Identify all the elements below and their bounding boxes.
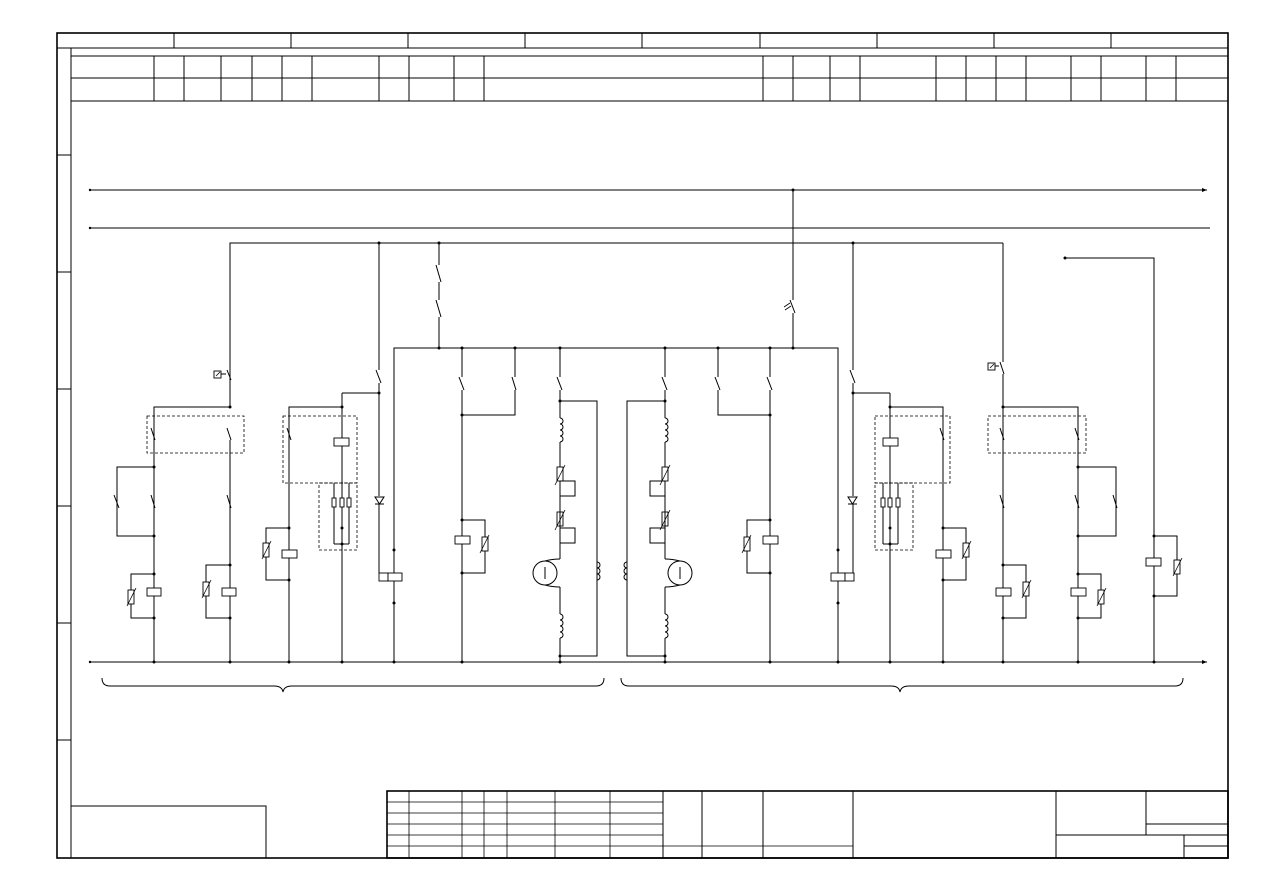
title-block [386,790,1229,859]
left-zone-strip [57,154,71,741]
bus-lines [88,188,1210,664]
right-circuit [620,188,1184,693]
left-circuit [101,241,1003,693]
header-table [71,55,1228,102]
top-zone-strip [57,33,1228,49]
bottom-left-box [71,805,267,858]
drawing-frame [56,32,1229,859]
